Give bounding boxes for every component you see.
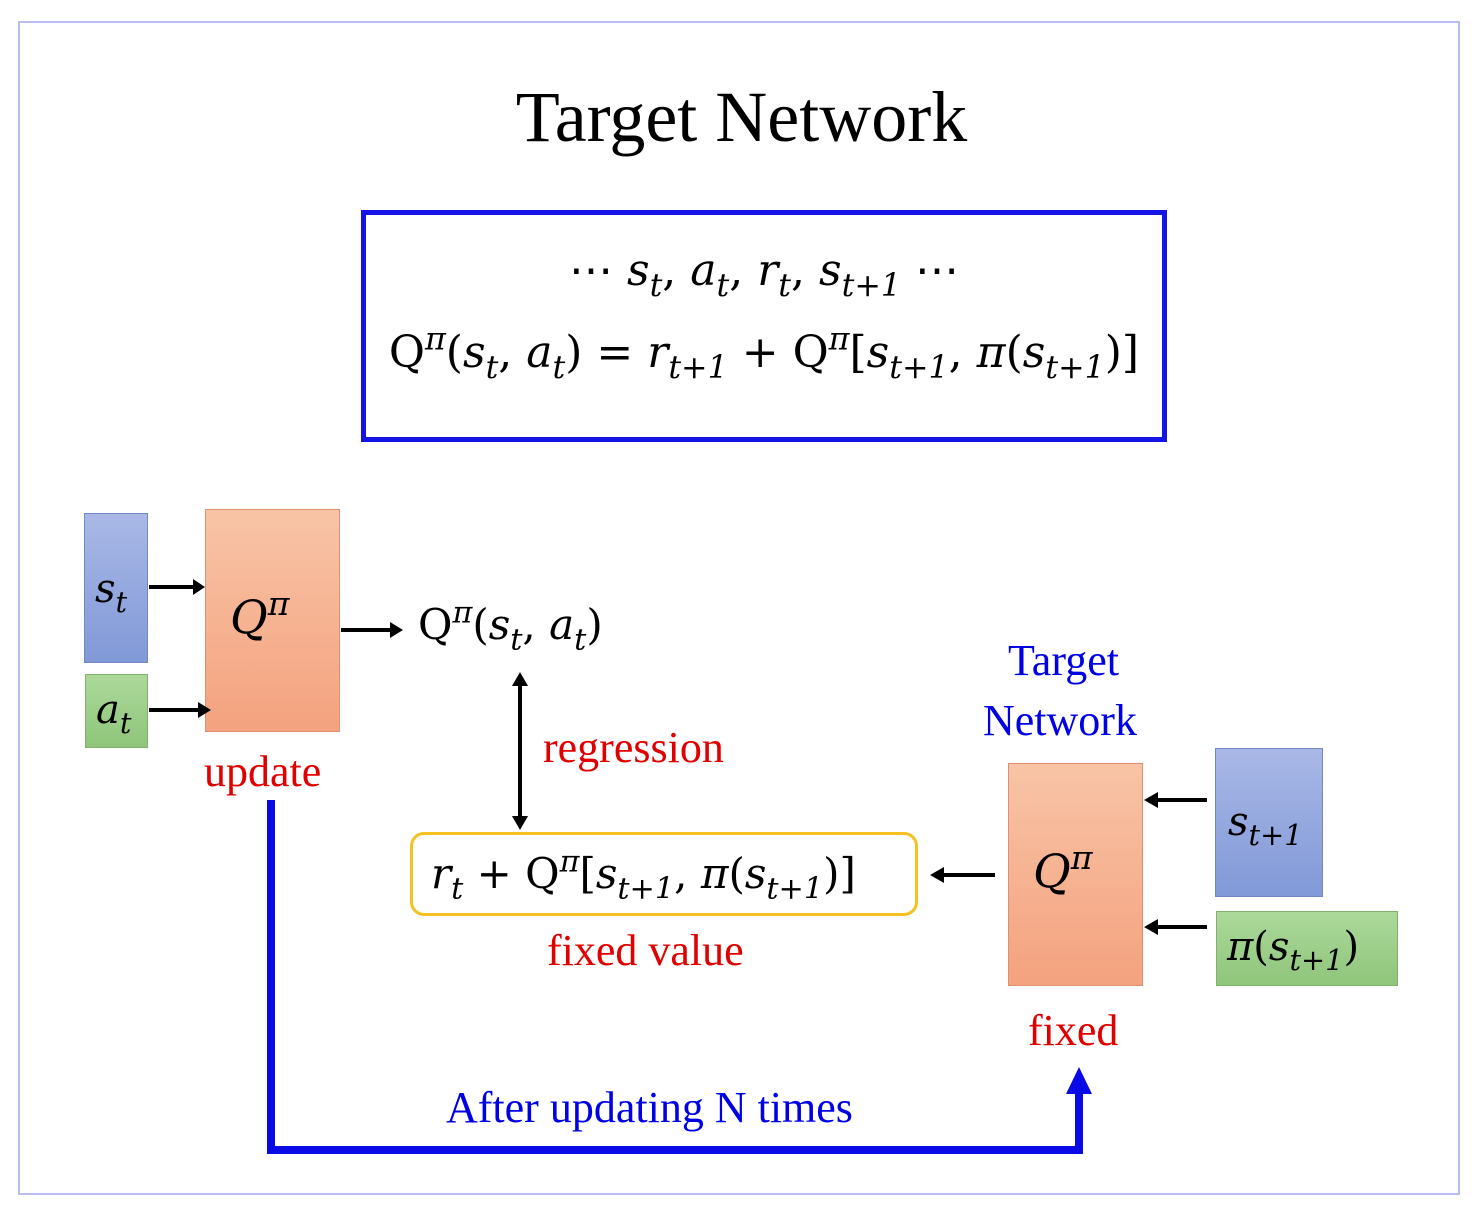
arrow-action-to-online-q <box>149 702 211 718</box>
next-policy-input-box: π(st+1) <box>1216 911 1398 986</box>
target-value-box: rt + Qπ[st+1, π(st+1)] <box>410 832 918 916</box>
state-input-label: st <box>95 566 128 620</box>
slide-title: Target Network <box>515 77 968 157</box>
bellman-equation: Qπ(st, at) = rt+1 + Qπ[st+1, π(st+1)] <box>388 321 1140 387</box>
target-q-label: Qπ <box>1033 837 1093 898</box>
fixed-caption: fixed <box>1028 1006 1119 1055</box>
target-value-expression: rt + Qπ[st+1, π(st+1)] <box>431 844 856 907</box>
transition-sequence: ⋯ st, at, rt, st+1 ⋯ <box>568 245 960 305</box>
regression-double-arrow <box>512 672 528 830</box>
equation-box: ⋯ st, at, rt, st+1 ⋯ Qπ(st, at) = rt+1 +… <box>361 210 1167 442</box>
action-input-label: at <box>96 687 132 741</box>
online-q-label: Qπ <box>230 583 290 644</box>
arrow-online-q-to-output <box>341 622 403 638</box>
arrow-state-to-online-q <box>149 579 205 595</box>
sync-label: After updating N times <box>446 1083 853 1132</box>
target-network-heading-line2: Network <box>983 696 1137 745</box>
sync-arrow <box>267 800 1092 1154</box>
state-input-box: st <box>84 513 148 663</box>
next-policy-input-label: π(st+1) <box>1227 924 1360 978</box>
online-q-output: Qπ(st, at) <box>418 595 603 658</box>
online-q-network: Qπ <box>205 509 340 732</box>
regression-label: regression <box>543 723 724 772</box>
next-state-input-label: st+1 <box>1228 799 1303 853</box>
target-q-network: Qπ <box>1008 763 1143 986</box>
update-caption: update <box>204 747 322 796</box>
slide-frame <box>18 21 1460 1195</box>
action-input-box: at <box>85 674 148 748</box>
next-state-input-box: st+1 <box>1215 748 1323 897</box>
arrow-next-policy-to-target-q <box>1144 919 1207 935</box>
arrow-next-state-to-target-q <box>1144 792 1207 808</box>
fixed-value-caption: fixed value <box>547 926 744 975</box>
target-network-heading-line1: Target <box>1008 636 1119 685</box>
arrow-target-q-to-target-value <box>930 867 995 883</box>
